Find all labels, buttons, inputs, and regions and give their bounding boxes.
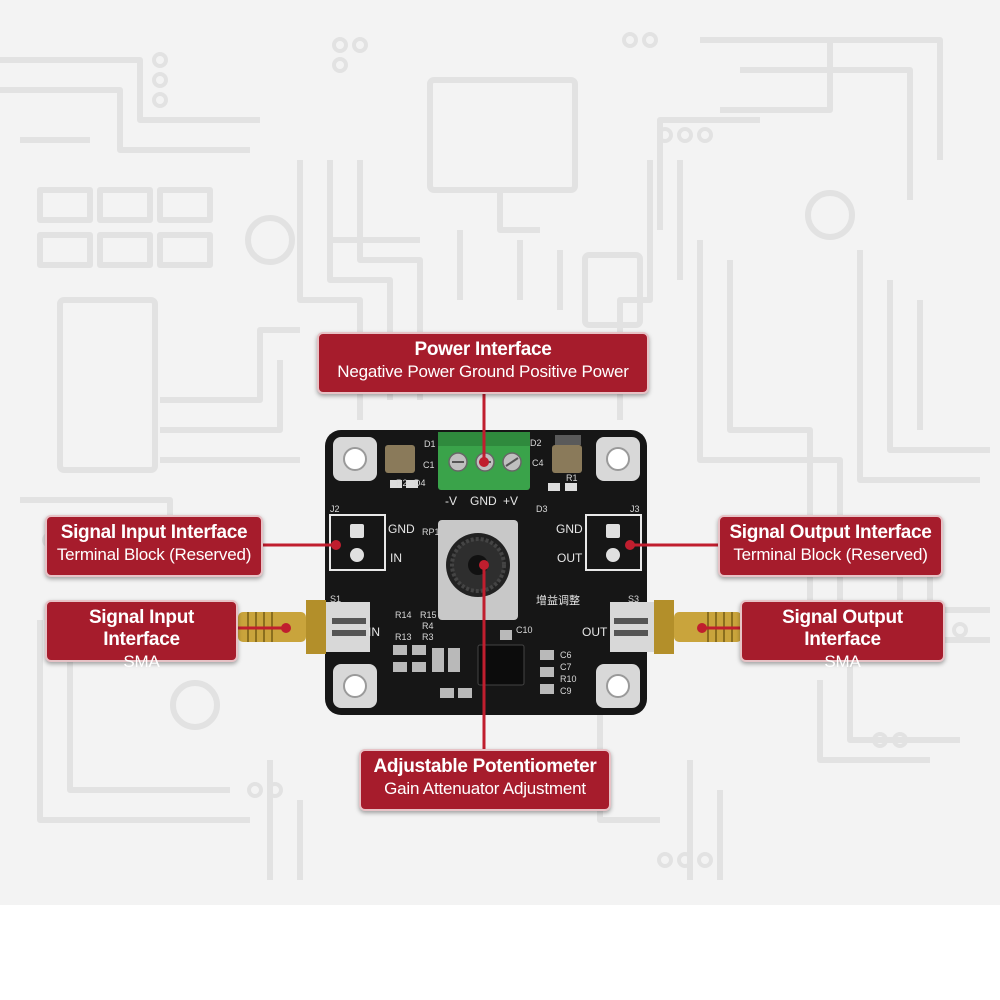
- label-neg-v: -V: [445, 494, 457, 508]
- label-d2: D2: [530, 438, 542, 448]
- terminal-pads: [350, 524, 620, 562]
- mounting-holes: [333, 437, 640, 708]
- callout-adjustable-potentiometer: Adjustable Potentiometer Gain Attenuator…: [359, 749, 611, 811]
- label-knob-text: 增益调整: [536, 593, 580, 607]
- label-r10: R10: [560, 674, 577, 684]
- label-d3: D3: [536, 504, 548, 514]
- label-c9: C9: [560, 686, 572, 696]
- top-components: [385, 435, 582, 491]
- callout-signal-output-terminal-subtitle: Terminal Block (Reserved): [733, 545, 928, 564]
- label-r2: R2: [396, 478, 408, 488]
- label-c1: C1: [423, 460, 435, 470]
- label-c7: C7: [560, 662, 572, 672]
- callout-signal-input-sma: Signal Input Interface SMA: [45, 600, 238, 671]
- callout-signal-output-sma: Signal Output Interface SMA: [740, 600, 945, 671]
- label-r3: R3: [422, 632, 434, 642]
- callout-potentiometer-subtitle: Gain Attenuator Adjustment: [384, 779, 586, 798]
- label-out-right: OUT: [557, 551, 583, 565]
- label-pos-v: +V: [503, 494, 518, 508]
- callout-potentiometer-title: Adjustable Potentiometer: [373, 756, 597, 777]
- smd-components: [393, 630, 554, 698]
- label-in-left: IN: [390, 551, 402, 565]
- callout-signal-output-sma-title: Signal Output Interface: [782, 607, 903, 650]
- callout-power-subtitle: Negative Power Ground Positive Power: [337, 362, 629, 381]
- callout-signal-input-terminal: Signal Input Interface Terminal Block (R…: [45, 515, 263, 577]
- terminal-block-outlines: [329, 514, 642, 571]
- leader-lines: [238, 390, 742, 750]
- label-s3: S3: [628, 594, 639, 604]
- label-r13: R13: [395, 632, 412, 642]
- label-d4: D4: [414, 478, 426, 488]
- callout-signal-input-sma-subtitle: SMA: [123, 652, 160, 671]
- label-gnd-right: GND: [556, 522, 583, 536]
- label-j3: J3: [630, 504, 640, 514]
- callout-signal-output-sma-subtitle: SMA: [824, 652, 861, 671]
- label-r14: R14: [395, 610, 412, 620]
- label-s1: S1: [330, 594, 341, 604]
- label-c6: C6: [560, 650, 572, 660]
- label-out-sma: OUT: [582, 625, 608, 639]
- callout-signal-input-terminal-title: Signal Input Interface: [60, 522, 248, 543]
- label-gnd-power: GND: [470, 494, 497, 508]
- callout-signal-output-terminal: Signal Output Interface Terminal Block (…: [718, 515, 943, 577]
- label-r15: R15: [420, 610, 437, 620]
- callout-power-interface: Power Interface Negative Power Ground Po…: [317, 332, 649, 394]
- callout-signal-input-sma-title: Signal Input Interface: [88, 607, 195, 650]
- callout-signal-input-terminal-subtitle: Terminal Block (Reserved): [56, 545, 252, 564]
- callout-power-title: Power Interface: [414, 339, 552, 360]
- label-in-sma: IN: [368, 625, 380, 639]
- label-r4: R4: [422, 621, 434, 631]
- label-rp1: RP1: [422, 527, 440, 537]
- label-gnd-left: GND: [388, 522, 415, 536]
- label-d1: D1: [424, 439, 436, 449]
- label-c10: C10: [516, 625, 533, 635]
- callout-signal-output-terminal-title: Signal Output Interface: [729, 522, 932, 543]
- label-r1: R1: [566, 473, 578, 483]
- label-c4: C4: [532, 458, 544, 468]
- label-j2: J2: [330, 504, 340, 514]
- potentiometer: [438, 520, 518, 620]
- ic-chip: [477, 644, 525, 686]
